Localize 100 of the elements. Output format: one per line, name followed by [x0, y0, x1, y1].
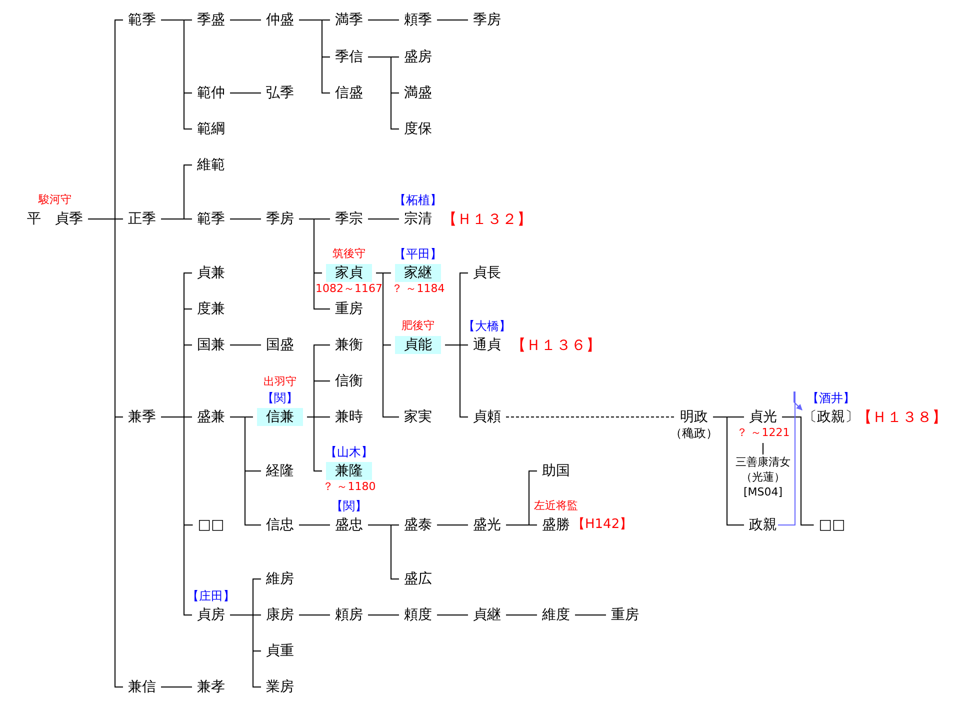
person-name: 助国	[541, 462, 571, 480]
person-name: 弘季	[265, 84, 295, 102]
person-name: 信忠	[265, 516, 295, 534]
connector-line	[436, 524, 468, 526]
person-name: 康房	[265, 606, 295, 624]
clan-name: 【関】	[331, 499, 367, 513]
connector-line	[298, 218, 330, 310]
person-name: 範仲	[196, 84, 226, 102]
person-name: 三善康清女	[736, 454, 790, 470]
connector-line	[368, 614, 400, 616]
person-name: 度兼	[196, 300, 226, 318]
person-name: 信盛	[334, 84, 364, 102]
office-title: 筑後守	[332, 247, 366, 261]
person-name: 季房	[472, 11, 502, 29]
person-name: 業房	[265, 678, 295, 696]
person-name: □□	[196, 516, 226, 534]
connector-line	[436, 614, 468, 616]
life-dates: ？ ～1180	[322, 480, 376, 494]
clan-name: 【庄田】	[187, 589, 235, 603]
person-name: 貞房	[196, 606, 226, 624]
person-name: 季房	[265, 210, 295, 228]
dashed-connector	[506, 416, 676, 418]
clan-name: 【山木】	[325, 445, 373, 459]
person-name: 貞光	[748, 408, 778, 426]
arrow	[778, 392, 802, 526]
person-name: 満盛	[403, 84, 433, 102]
person-name: 盛房	[403, 48, 433, 66]
person-name: 盛光	[472, 516, 502, 534]
person-name: 盛兼	[196, 408, 226, 426]
reference-code: 【Ｈ１３６】	[511, 338, 601, 352]
person-name: 満季	[334, 11, 364, 29]
connector-line	[574, 614, 606, 616]
clan-name: 【大橋】	[463, 319, 511, 333]
person-name: 盛泰	[403, 516, 433, 534]
person-name: 兼信	[127, 678, 157, 696]
connector-line	[298, 524, 330, 526]
highlighted-name: 家貞	[326, 264, 372, 282]
connector-line	[230, 344, 262, 346]
office-title: 左近将監	[534, 499, 578, 513]
connector-line	[368, 218, 400, 220]
clan-name: 【平田】	[394, 247, 442, 261]
reference-code: 【Ｈ１３２】	[442, 212, 532, 226]
highlighted-name: 貞能	[395, 336, 441, 354]
connector-line	[506, 524, 538, 526]
person-name: 貞兼	[196, 264, 226, 282]
clan-name: 【関】	[262, 391, 298, 405]
person-name: 正季	[127, 210, 157, 228]
person-name: （光蓮）	[741, 470, 785, 484]
life-dates: ？ ～1184	[391, 282, 445, 296]
person-name: 季信	[334, 48, 364, 66]
alternate-name: （穐政）	[670, 426, 718, 440]
highlighted-name: 家継	[395, 264, 441, 282]
person-name: 季宗	[334, 210, 364, 228]
person-name: 範季	[127, 11, 157, 29]
person-name: 重房	[334, 300, 364, 318]
person-name: [MS04]	[743, 484, 783, 500]
person-name: 貞長	[472, 264, 502, 282]
connector-line	[368, 524, 400, 580]
person-name: 兼衡	[334, 336, 364, 354]
connector-line	[376, 272, 400, 418]
clan-name: 【柘植】	[394, 193, 442, 207]
person-name: 貞重	[265, 642, 295, 660]
person-name: 兼孝	[196, 678, 226, 696]
person-name: 平 貞季	[26, 210, 84, 228]
person-name: 明政	[679, 408, 709, 426]
connector-line	[298, 614, 330, 616]
person-name: 維範	[196, 156, 226, 174]
connector-line	[782, 416, 814, 526]
reference-code: 【Ｈ１３８】	[857, 410, 947, 424]
clan-name: 【酒井】	[807, 391, 855, 405]
connector-line	[230, 92, 262, 94]
person-name: 盛勝	[541, 516, 571, 534]
connector-line	[230, 218, 262, 220]
person-name: 仲盛	[265, 11, 295, 29]
person-name: 頼房	[334, 606, 364, 624]
person-name: 盛忠	[334, 516, 364, 534]
person-name: 宗清	[403, 210, 433, 228]
person-name: 頼度	[403, 606, 433, 624]
connector-line	[368, 56, 400, 130]
person-name: 盛広	[403, 570, 433, 588]
connector-line	[160, 218, 192, 220]
connector-line	[230, 416, 262, 526]
connector-line	[298, 20, 330, 94]
person-name: □□	[818, 516, 846, 534]
connector-line	[762, 442, 764, 455]
connector-line	[88, 218, 124, 688]
person-name: 度保	[403, 120, 433, 138]
reference-code: 【H142】	[572, 518, 633, 532]
office-title: 肥後守	[402, 319, 434, 333]
person-name: 維度	[541, 606, 571, 624]
person-name: 兼季	[127, 408, 157, 426]
connector-line	[506, 614, 538, 616]
person-name: 範季	[196, 210, 226, 228]
highlighted-name: 兼隆	[326, 462, 372, 480]
person-name: 範綱	[196, 120, 226, 138]
connector-line	[712, 416, 744, 526]
person-name: 政親	[748, 516, 778, 534]
person-name: 貞頼	[472, 408, 502, 426]
person-name: 通貞	[472, 336, 502, 354]
connector-line	[444, 344, 468, 418]
